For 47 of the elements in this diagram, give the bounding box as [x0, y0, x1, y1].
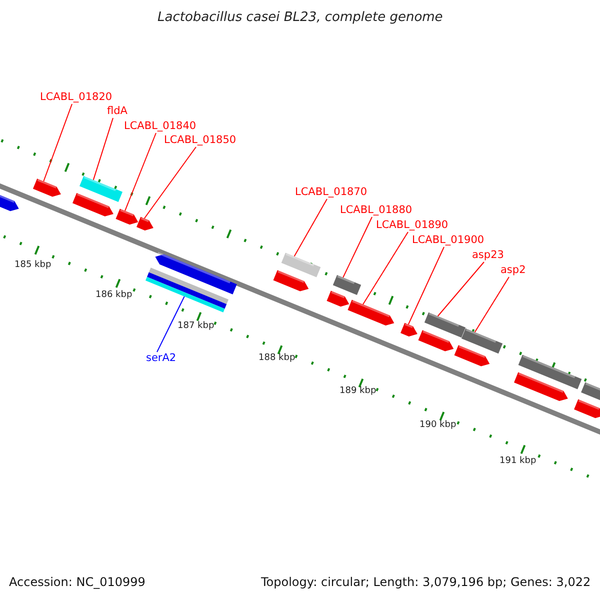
genome-stats-text: Topology: circular; Length: 3,079,196 bp; Genes: 3,022 [261, 576, 591, 588]
gene-feature [0, 192, 19, 212]
accession-text: Accession: NC_010999 [9, 576, 146, 588]
leader-line [144, 146, 196, 219]
gene-label: LCABL_01890 [376, 220, 448, 230]
gene-label: LCABL_01880 [340, 205, 412, 216]
scale-label: 187 kbp [178, 322, 214, 331]
gene-label: LCABL_01870 [295, 187, 368, 198]
gene-label: serA2 [146, 353, 176, 364]
leader-line [408, 246, 444, 325]
leader-line [294, 198, 328, 257]
gene-feature [400, 322, 418, 336]
gene-feature [454, 345, 490, 366]
scale-label: 188 kbp [258, 354, 296, 363]
leader-line [437, 262, 484, 317]
gene-feature [116, 208, 138, 225]
leader-line [92, 118, 114, 180]
gene-label: fldA [107, 106, 128, 116]
gene-feature [273, 270, 309, 292]
gene-feature [32, 178, 61, 197]
leader-line [156, 296, 185, 352]
leader-line [474, 276, 510, 333]
scale-label: 191 kbp [500, 457, 536, 466]
gene-label: LCABL_01840 [124, 121, 196, 132]
gene-label: LCABL_01820 [40, 92, 112, 102]
leader-line [342, 216, 372, 278]
gene-label: asp2 [500, 265, 526, 276]
scale-label: 186 kbp [96, 291, 132, 300]
scale-label: 190 kbp [420, 421, 456, 430]
gene-feature [514, 372, 568, 402]
leader-line [124, 132, 156, 212]
gene-feature [136, 216, 154, 230]
gene-feature [418, 330, 454, 352]
gene-label: LCABL_01900 [412, 235, 484, 246]
gene-feature [574, 399, 600, 418]
gene-label: asp23 [472, 250, 504, 260]
gene-label: LCABL_01850 [164, 135, 236, 146]
gene-feature [72, 192, 114, 216]
gene-feature [348, 300, 394, 326]
scale-label: 185 kbp [14, 261, 52, 270]
gene-feature [326, 290, 350, 307]
leader-line [43, 104, 72, 182]
title: Lactobacillus casei BL23, complete genome [158, 11, 443, 24]
gene-bar [145, 268, 229, 312]
leader-line [362, 232, 408, 305]
scale-label: 189 kbp [340, 387, 376, 396]
gene-feature [155, 252, 237, 294]
